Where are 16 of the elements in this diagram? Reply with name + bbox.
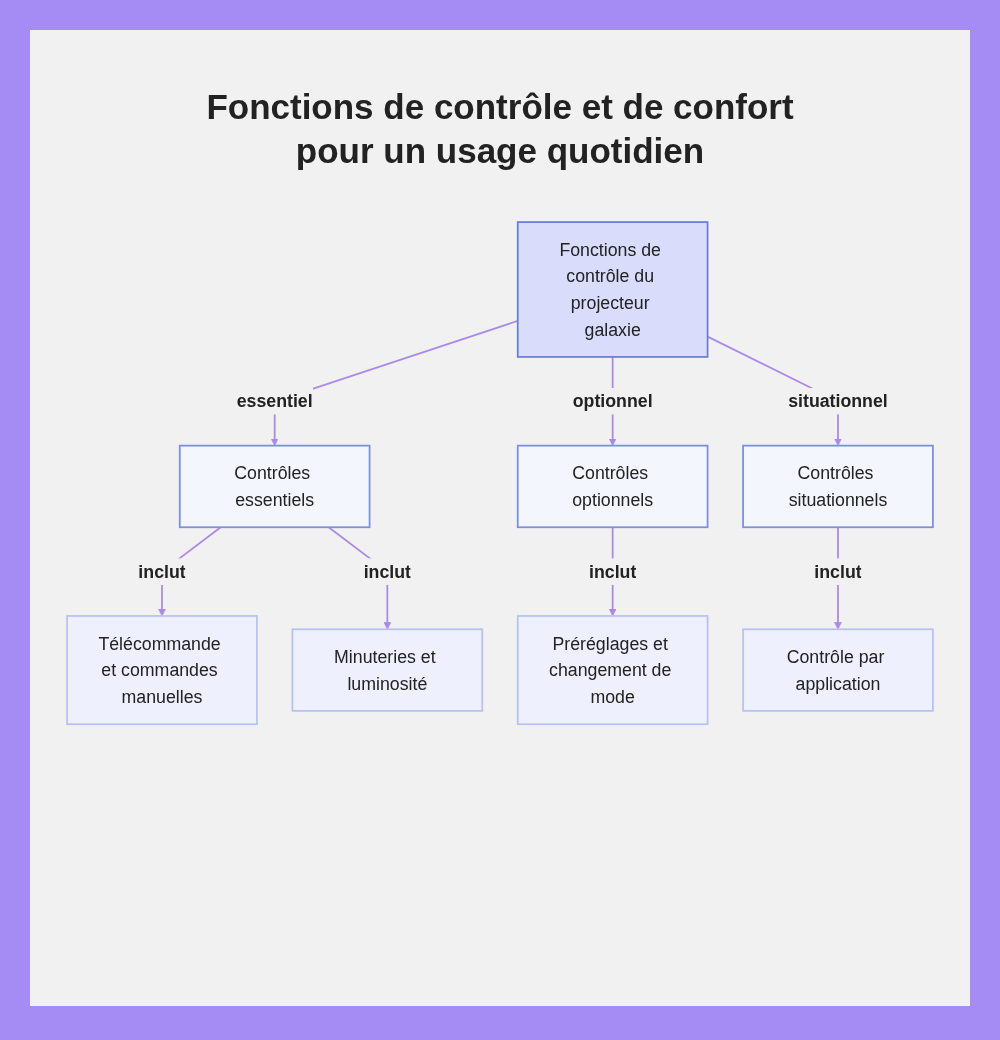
node-box: Minuteries et luminosité [291,628,484,712]
node-box: Fonctions de contrôle du projecteur galaxie [516,221,709,358]
node-box: Télécommande et commandes manuelles [66,615,258,726]
edge-label: inclut [589,561,637,582]
diagram-title: Fonctions de contrôle et de confort pour un usage quotidien [205,86,795,172]
edge-label: inclut [138,561,186,582]
edge-label: optionnel [572,391,653,412]
edge-label: situationnel [788,391,888,412]
node-box: Contrôle par application [742,628,934,712]
node-box: Préréglages et changement de mode [516,615,709,726]
edge-label: essentiel [236,391,313,412]
edge-label: inclut [363,561,411,582]
node-box: Contrôles situationnels [742,444,934,529]
edge-label: inclut [814,561,862,582]
node-box: Contrôles essentiels [178,444,371,529]
node-box: Contrôles optionnels [516,444,709,529]
